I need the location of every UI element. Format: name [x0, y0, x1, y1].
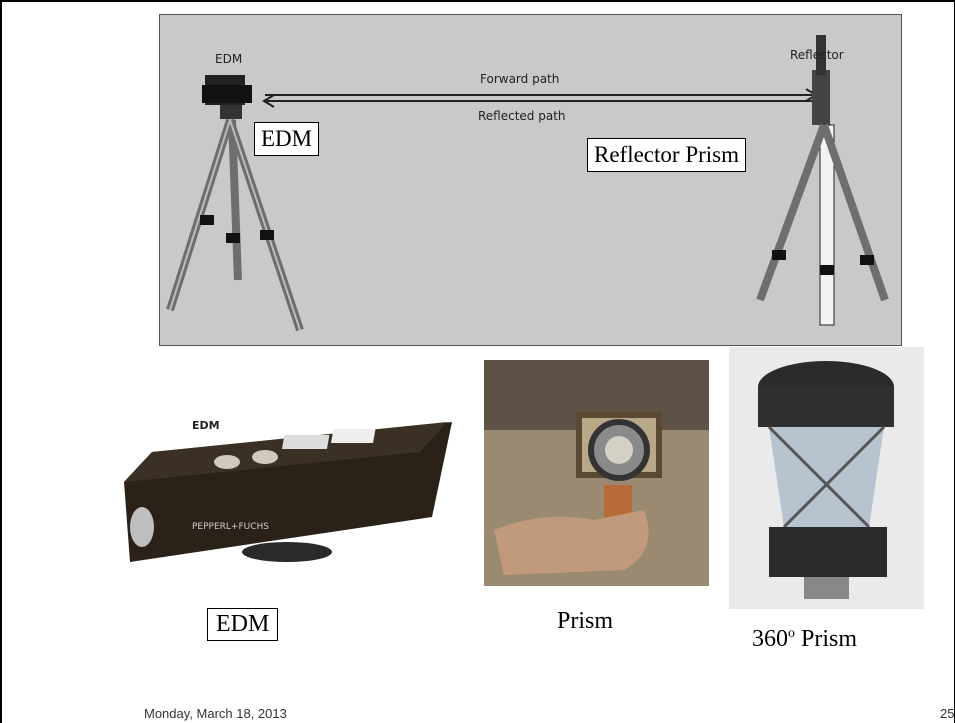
reflected-path-label: Reflected path [478, 109, 566, 123]
prism360-caption: 360o Prism [752, 626, 857, 653]
edm-label: EDM [215, 52, 243, 66]
prism360-caption-number: 360 [752, 626, 788, 652]
diagram-illustration [166, 35, 889, 332]
edm-device-label: EDM [192, 419, 220, 432]
prism360-caption-degree: o [788, 626, 795, 641]
edm-brand-label: PEPPERL+FUCHS [192, 522, 269, 532]
prism360-illustration [758, 361, 894, 599]
forward-path-label: Forward path [480, 72, 560, 86]
page-number: 25 [940, 706, 955, 721]
edm-box-label: EDM [254, 122, 320, 156]
prism-photo [484, 360, 709, 586]
edm-device-photo: EDM PEPPERL+FUCHS [102, 392, 462, 592]
edm-diagram: EDM Reflector Forward path Reflected pat… [159, 14, 902, 346]
reflector-prism-box-label: Reflector Prism [587, 138, 746, 172]
edm-tripod-illustration [166, 75, 304, 332]
reflector-label: Reflector [790, 48, 844, 62]
prism360-photo [729, 347, 924, 609]
prism-illustration [484, 360, 709, 586]
edm-device-illustration [102, 392, 462, 592]
prism-caption: Prism [557, 608, 614, 634]
footer-date: Monday, March 18, 2013 [144, 706, 287, 721]
reflector-tripod-illustration [756, 35, 889, 326]
path-arrows [262, 88, 818, 108]
edm-caption: EDM [207, 608, 279, 641]
prism360-caption-word: Prism [795, 626, 858, 652]
